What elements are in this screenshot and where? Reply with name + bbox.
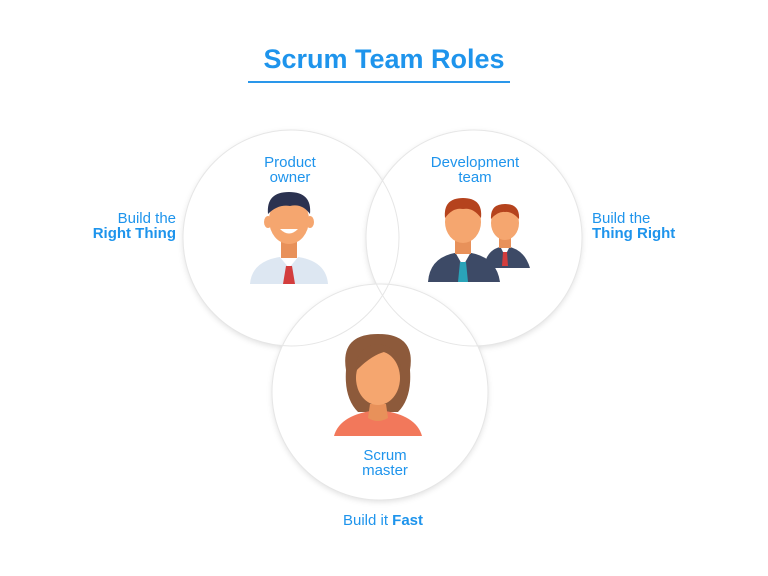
- role-label-product-owner: Product owner: [264, 154, 316, 186]
- title-underline: [248, 81, 510, 83]
- motto-build-fast: Build it Fast: [342, 512, 424, 529]
- role-label-development-team: Development team: [430, 154, 520, 186]
- motto-thing-right: Build the Thing Right: [592, 210, 676, 242]
- woman-icon: [334, 334, 422, 436]
- page-title: Scrum Team Roles: [263, 44, 505, 74]
- man-with-red-tie-icon: [250, 192, 328, 284]
- motto-right-thing: Build the Right Thing: [92, 210, 176, 242]
- role-label-scrum-master: Scrum master: [362, 447, 408, 479]
- two-men-in-suits-icon: [428, 198, 530, 282]
